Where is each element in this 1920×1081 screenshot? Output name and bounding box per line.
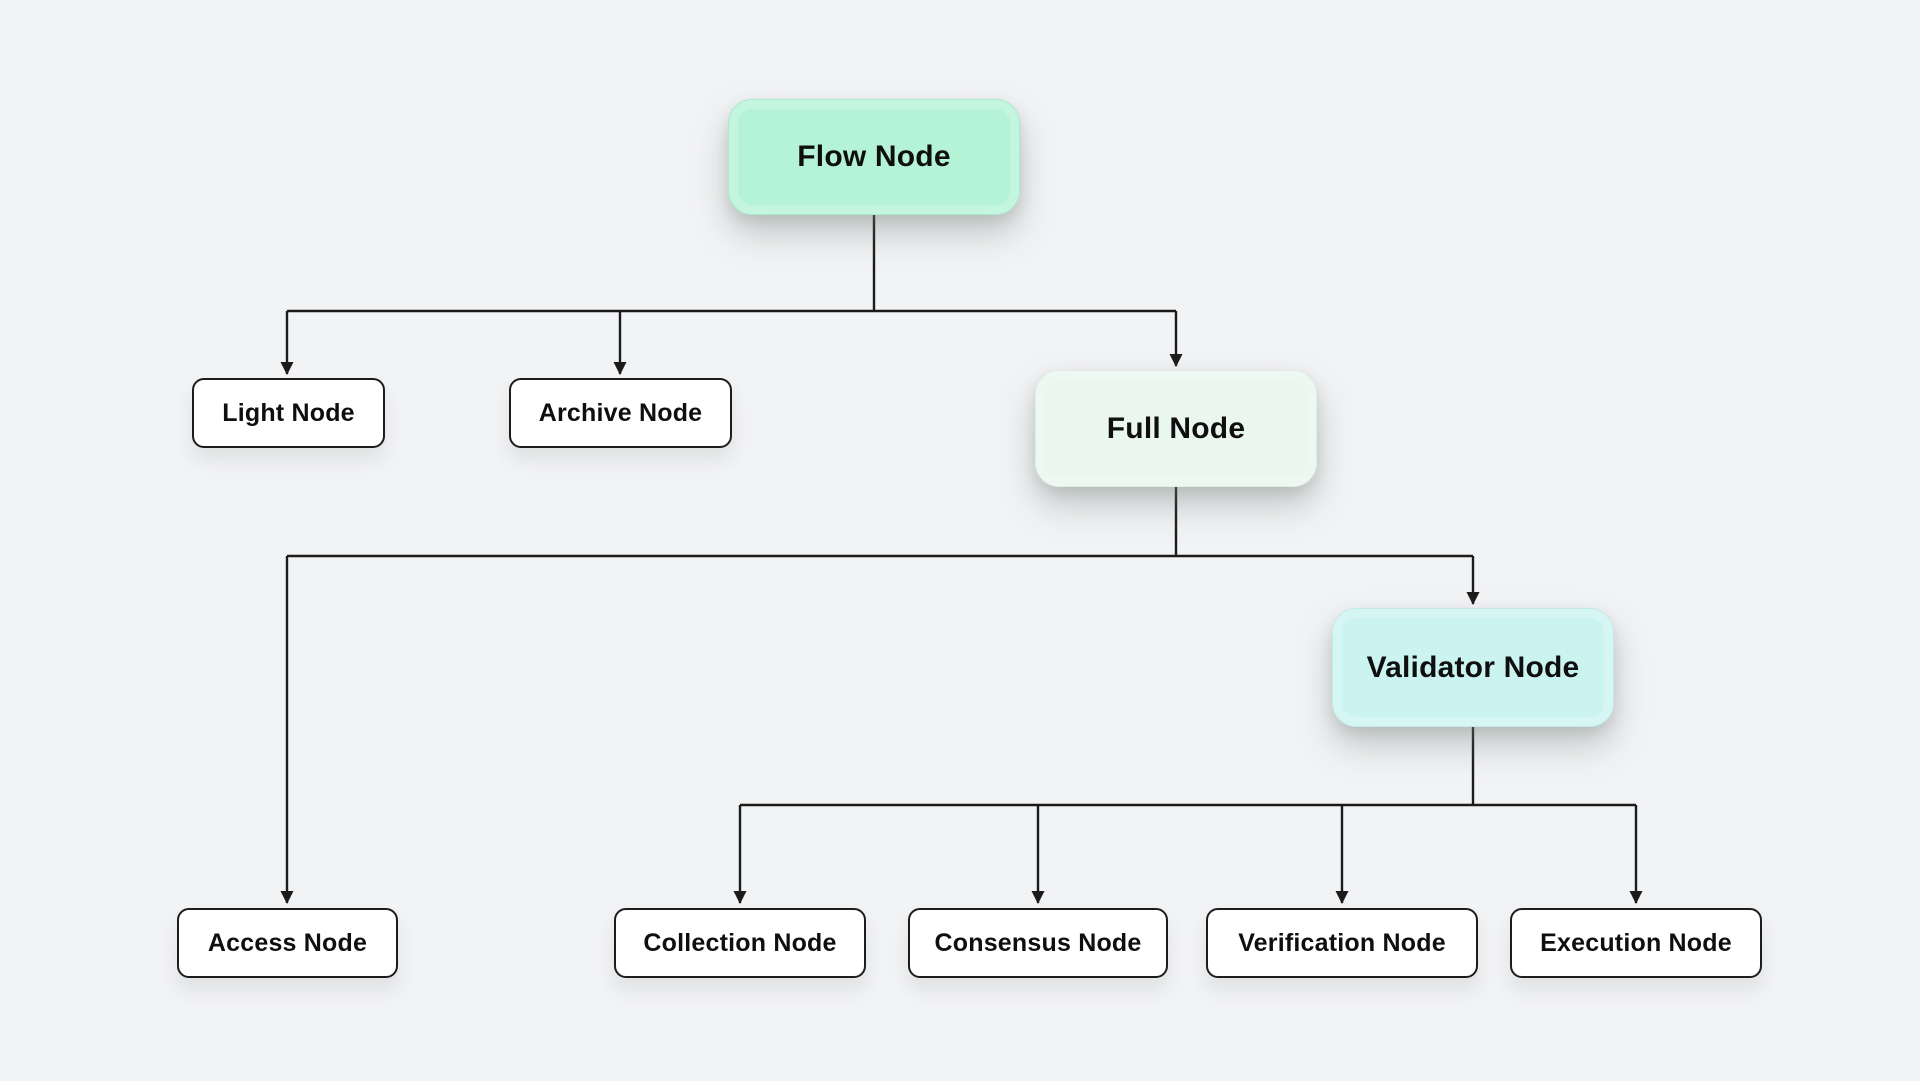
node-archive-label: Archive Node <box>538 398 703 427</box>
node-consensus-label: Consensus Node <box>934 928 1142 957</box>
node-validator-label: Validator Node <box>1366 650 1580 684</box>
node-verification: Verification Node <box>1206 908 1478 978</box>
node-archive: Archive Node <box>509 378 732 448</box>
node-consensus: Consensus Node <box>908 908 1168 978</box>
node-access: Access Node <box>177 908 398 978</box>
node-full-label: Full Node <box>1106 411 1246 445</box>
node-flow-label: Flow Node <box>797 140 951 173</box>
node-execution: Execution Node <box>1510 908 1762 978</box>
node-full: Full Node <box>1035 370 1317 487</box>
node-light-label: Light Node <box>222 398 355 427</box>
node-execution-label: Execution Node <box>1540 928 1732 957</box>
node-validator: Validator Node <box>1332 608 1614 727</box>
node-collection: Collection Node <box>614 908 866 978</box>
node-collection-label: Collection Node <box>643 928 837 957</box>
node-light: Light Node <box>192 378 385 448</box>
node-verification-label: Verification Node <box>1238 928 1446 957</box>
node-access-label: Access Node <box>207 928 368 957</box>
node-flow: Flow Node <box>728 99 1020 215</box>
